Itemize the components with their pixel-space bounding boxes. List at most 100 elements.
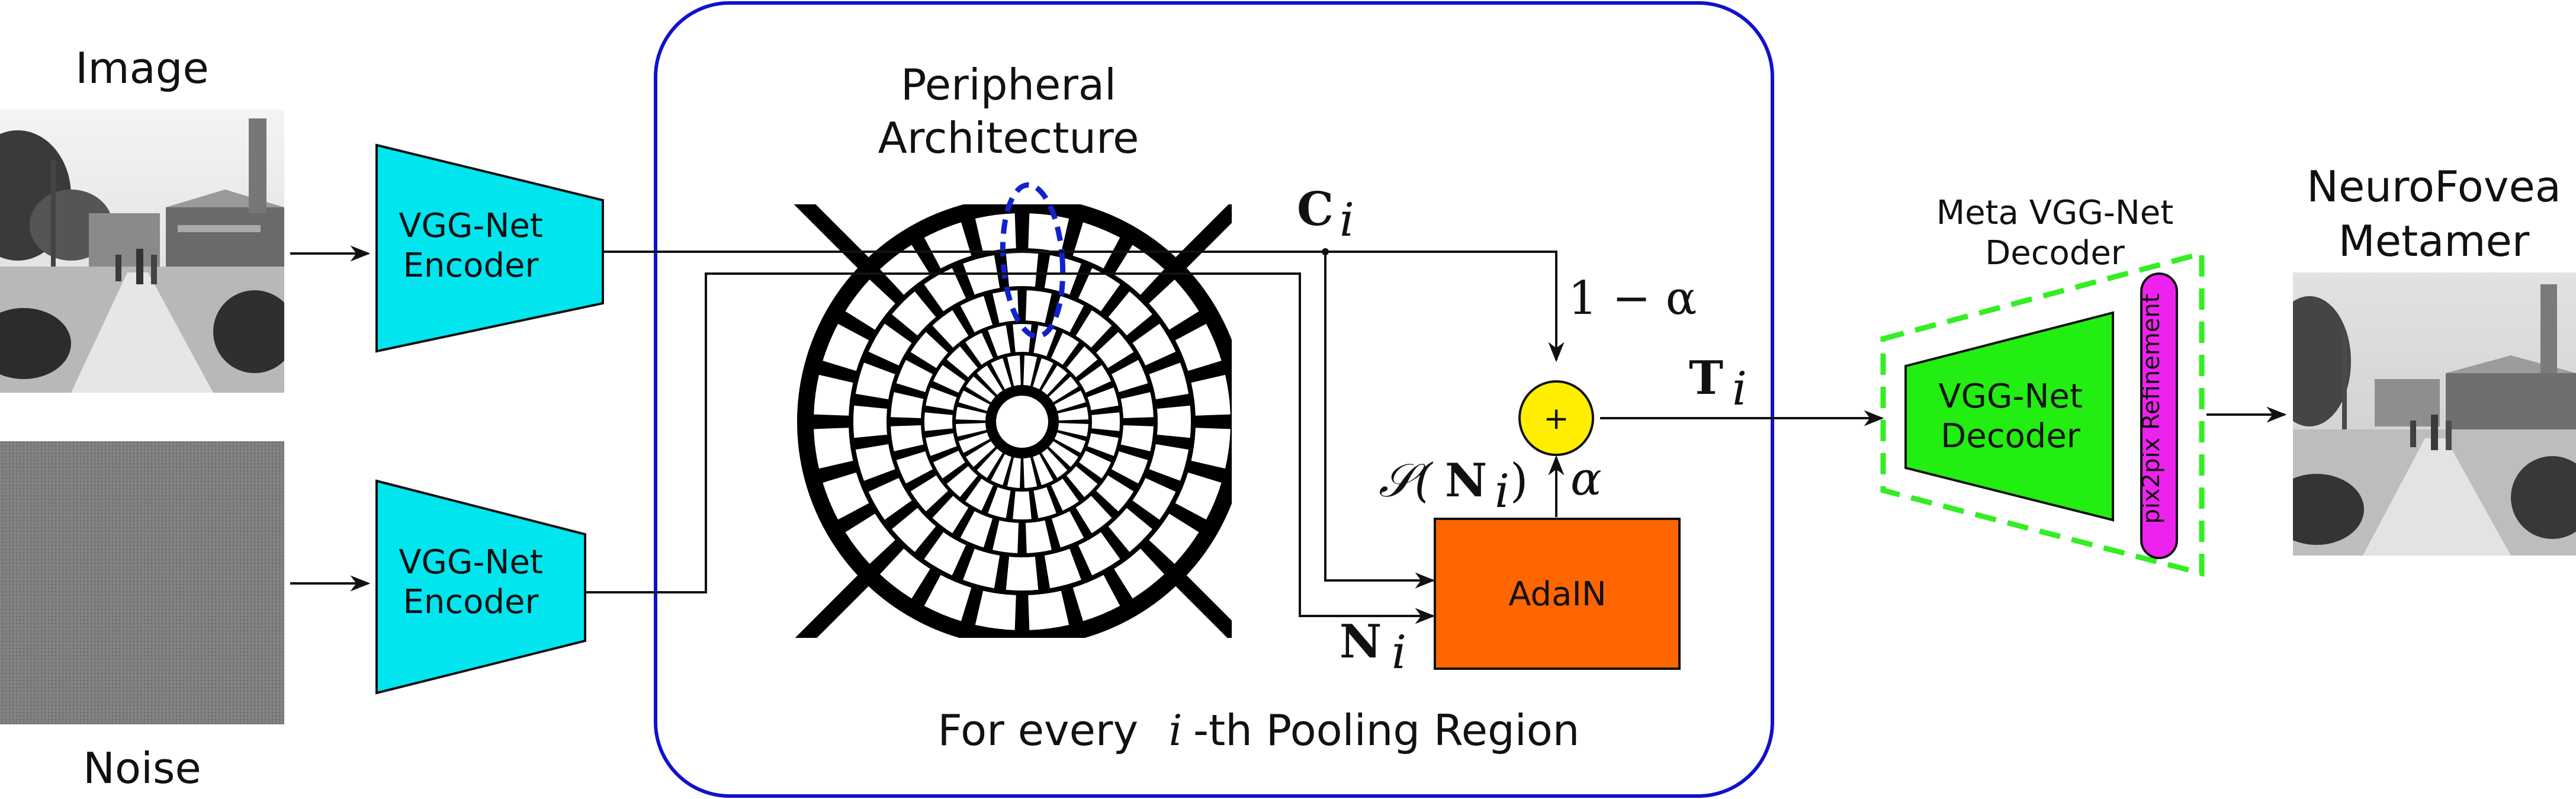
pooling-cell xyxy=(956,423,987,437)
pooling-cell xyxy=(960,296,993,333)
pooling-cell xyxy=(1191,428,1231,469)
pooling-cell xyxy=(1067,466,1098,498)
meta-decoder-outline xyxy=(1880,250,2205,577)
pooling-cell xyxy=(946,346,978,377)
pooling-cell xyxy=(963,548,1000,589)
sum-node: + xyxy=(1518,380,1594,456)
pooling-cell xyxy=(1013,324,1032,352)
pooling-cell xyxy=(1114,548,1165,599)
pooling-cell xyxy=(1149,279,1199,330)
noise-feature-label: N i xyxy=(1340,615,1406,679)
pooling-cell xyxy=(1108,508,1152,552)
pooling-cell xyxy=(1033,454,1053,486)
vgg-decoder: VGG-Net Decoder xyxy=(1904,311,2114,522)
pooling-cell xyxy=(977,365,1003,395)
pooling-cell xyxy=(924,222,972,269)
peripheral-title-line2: Architecture xyxy=(878,113,1139,163)
pooling-cell xyxy=(1149,362,1189,400)
pooling-cell xyxy=(1175,323,1222,371)
pooling-cell xyxy=(956,406,987,421)
pooling-cell xyxy=(958,390,990,411)
pooling-cell xyxy=(1013,491,1032,519)
refinement-label: pix2pix Refinement xyxy=(2138,294,2165,524)
fovea-center xyxy=(991,391,1053,453)
pooling-cell xyxy=(932,496,969,534)
pooling-cell xyxy=(975,591,1016,630)
encoder-bottom-line2: Encoder xyxy=(403,583,539,621)
output-metamer-photo xyxy=(2293,272,2576,556)
pooling-cell xyxy=(1025,520,1052,553)
encoder-bottom-line1: VGG-Net xyxy=(399,543,543,582)
pooling-cell xyxy=(965,479,994,511)
pooling-cell xyxy=(845,279,895,330)
pooling-cell xyxy=(1114,245,1165,295)
pooling-cell xyxy=(1087,387,1119,410)
pooling-cell xyxy=(1072,222,1120,269)
pooling-cell xyxy=(924,412,953,431)
pooling-region-frame xyxy=(654,1,1774,798)
noise-label-bold: N xyxy=(1340,615,1382,669)
pooling-cell xyxy=(1006,556,1039,591)
input-image-photo xyxy=(0,110,284,393)
alpha-label: α xyxy=(1570,453,1602,506)
pooling-cell xyxy=(960,511,993,548)
adain-label: AdaIN xyxy=(1508,575,1607,614)
pooling-cell xyxy=(855,444,895,481)
pooling-cell xyxy=(1044,255,1081,295)
corner-spoke xyxy=(1164,204,1232,280)
pooling-cell xyxy=(1033,325,1056,357)
sum-symbol: + xyxy=(1543,401,1569,437)
stat-sub: i xyxy=(1495,465,1509,518)
adain-block: AdaIN xyxy=(1434,518,1681,670)
noise-image xyxy=(0,441,284,724)
output-label-sub: i xyxy=(1732,362,1747,416)
pooling-cell xyxy=(891,392,924,419)
one-minus-alpha-label: 1 − α xyxy=(1568,272,1697,325)
pooling-cell xyxy=(1078,532,1120,576)
pooling-cell xyxy=(1023,457,1038,488)
pooling-cell xyxy=(924,532,966,576)
pooling-cell xyxy=(1132,323,1176,366)
pooling-cell xyxy=(1096,475,1134,512)
pooling-cell xyxy=(988,325,1011,357)
pooling-cell xyxy=(977,448,1003,478)
pooling-cell xyxy=(892,291,936,336)
pooling-cell xyxy=(1096,332,1134,368)
pooling-cell xyxy=(1007,457,1021,488)
pooling-cell xyxy=(1051,332,1079,365)
pooling-cell xyxy=(1079,365,1112,393)
pooling-cell xyxy=(963,255,1000,295)
pooling-cell xyxy=(1075,310,1112,348)
corner-spoke xyxy=(794,204,880,280)
pooling-cell xyxy=(896,360,933,392)
pooling-cell xyxy=(814,428,853,469)
pooling-cell xyxy=(991,454,1011,486)
encoder-top-line1: VGG-Net xyxy=(399,207,543,245)
decoder-line2: Decoder xyxy=(1941,417,2081,455)
noise-label-sub: i xyxy=(1392,626,1406,679)
pooling-cell xyxy=(1075,496,1112,534)
pooling-cell xyxy=(1006,252,1039,287)
pooling-cell xyxy=(1049,376,1078,403)
pooling-cell xyxy=(926,433,957,456)
decoder-line1: VGG-Net xyxy=(1938,377,2083,416)
pooling-cell xyxy=(823,472,869,520)
pooling-cell xyxy=(1079,450,1112,479)
pooling-cell xyxy=(946,466,978,498)
pooling-cell xyxy=(823,323,869,371)
pooling-cell xyxy=(1132,477,1176,520)
pooling-region-caption: For every i -th Pooling Region xyxy=(937,705,1579,755)
pooling-cell xyxy=(926,387,957,410)
pooling-cell xyxy=(1033,358,1053,390)
pooling-cell xyxy=(933,450,965,479)
pooling-cell xyxy=(891,425,924,451)
image-label: Image xyxy=(75,43,209,93)
pooling-cell xyxy=(1049,441,1078,467)
pooling-cell xyxy=(966,376,995,403)
pooling-cell xyxy=(1111,360,1148,392)
pooling-cell xyxy=(1025,290,1052,323)
peripheral-title-line1: Peripheral xyxy=(901,60,1116,110)
pooling-cell xyxy=(1091,412,1120,431)
pooling-cell xyxy=(910,475,948,512)
